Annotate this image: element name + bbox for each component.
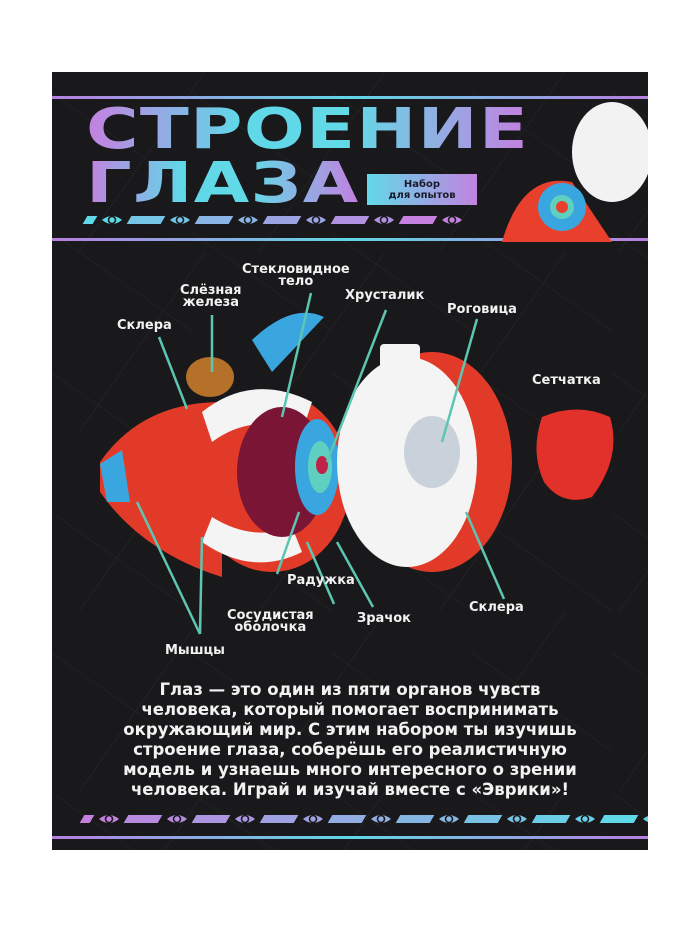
eye-icon xyxy=(237,214,259,226)
ornament-dash xyxy=(123,815,163,823)
eye-icon xyxy=(101,214,123,226)
eye-icon xyxy=(302,813,324,825)
description-line: человека, который помогает воспринимать xyxy=(141,700,559,719)
description-line: модель и узнаешь много интересного о зре… xyxy=(123,760,577,779)
ornament-dash xyxy=(79,815,95,823)
ornament-dash xyxy=(463,815,503,823)
ornament-dash xyxy=(599,815,639,823)
label-pupil: Зрачок xyxy=(357,611,411,626)
bottom-divider xyxy=(52,836,648,839)
eye-ornament-row-top xyxy=(82,214,463,226)
label-lacrimal-gland: Слёзная железа xyxy=(180,283,242,310)
eye-icon xyxy=(166,813,188,825)
badge-line-2: для опытов xyxy=(388,189,456,201)
eye-icon xyxy=(441,214,463,226)
eye-icon xyxy=(98,813,120,825)
cornea-half xyxy=(337,344,512,572)
eye-icon xyxy=(234,813,256,825)
description-text: Глаз — это один из пяти органов чувств ч… xyxy=(62,680,638,800)
ornament-dash xyxy=(259,815,299,823)
ornament-dash xyxy=(531,815,571,823)
eyeball-assembly xyxy=(100,312,350,577)
label-choroid-line1: Сосудистая xyxy=(227,608,314,623)
description-line: строение глаза, соберёшь его реалистичну… xyxy=(133,740,567,759)
label-choroid: Сосудистая оболочка xyxy=(227,608,314,635)
label-retina: Сетчатка xyxy=(532,373,601,388)
eye-icon xyxy=(438,813,460,825)
header-eye-model xyxy=(502,102,648,242)
eye-icon xyxy=(373,214,395,226)
eye-icon xyxy=(506,813,528,825)
ornament-dash xyxy=(327,815,367,823)
title-line-1: СТРОЕНИЕ xyxy=(86,97,530,162)
description-line: окружающий мир. С этим набором ты изучиш… xyxy=(123,720,577,739)
badge-line-1: Набор xyxy=(403,178,441,190)
label-muscles: Мышцы xyxy=(165,643,225,658)
label-cornea: Роговица xyxy=(447,302,517,317)
header-divider xyxy=(52,238,648,241)
eye-ornament-row-bottom xyxy=(79,813,648,825)
leader-lines xyxy=(135,292,506,635)
eye-icon xyxy=(574,813,596,825)
eye-icon xyxy=(642,813,648,825)
eye-icon xyxy=(370,813,392,825)
ornament-dash xyxy=(395,815,435,823)
title-line-2: ГЛАЗА xyxy=(86,151,360,216)
eye-icon xyxy=(305,214,327,226)
top-divider xyxy=(52,96,648,99)
lacrimal-gland xyxy=(186,357,234,397)
label-vitreous-line1: Стекловидное xyxy=(242,262,350,277)
product-box: СТРОЕНИЕ ГЛАЗА Набор для опытов xyxy=(52,72,648,850)
retina-piece xyxy=(536,409,614,500)
ornament-dash xyxy=(191,815,231,823)
label-sclera-left: Склера xyxy=(117,318,172,333)
label-choroid-line2: оболочка xyxy=(234,620,307,635)
eye-model-illustration xyxy=(100,102,648,635)
label-vitreous-body: Стекловидное тело xyxy=(242,262,350,289)
label-vitreous-line2: тело xyxy=(278,274,314,289)
label-sclera-right: Склера xyxy=(469,600,524,615)
label-lacrimal-line1: Слёзная xyxy=(180,283,242,298)
label-lacrimal-line2: железа xyxy=(182,295,239,310)
description-line: человека. Играй и изучай вместе с «Эврик… xyxy=(130,780,570,799)
label-lens: Хрусталик xyxy=(345,288,425,303)
kit-badge: Набор для опытов xyxy=(367,174,477,205)
description-line: Глаз — это один из пяти органов чувств xyxy=(159,680,541,699)
eye-icon xyxy=(169,214,191,226)
label-iris: Радужка xyxy=(287,573,355,588)
